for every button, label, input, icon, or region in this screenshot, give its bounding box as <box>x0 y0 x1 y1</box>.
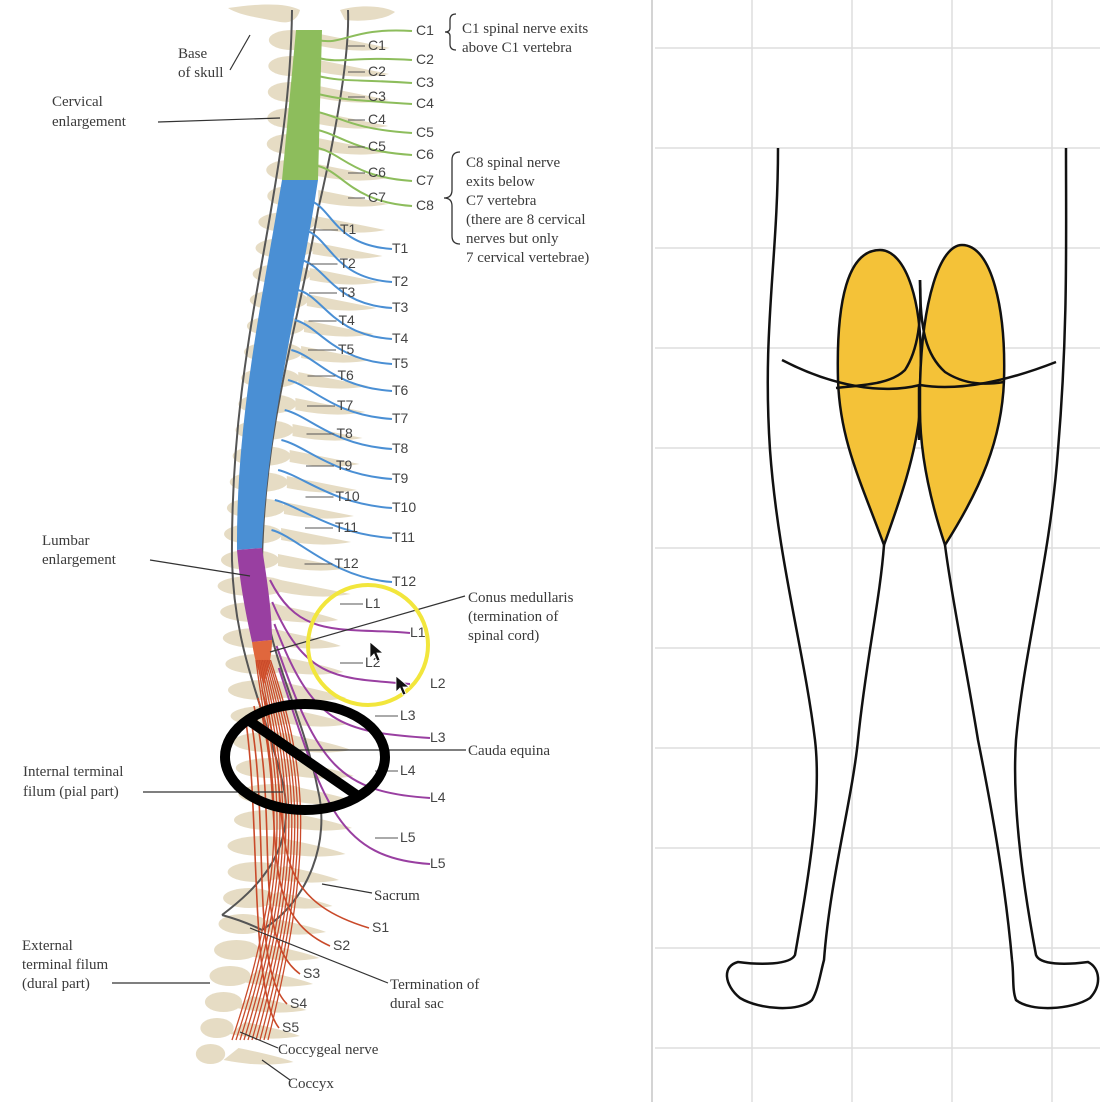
nerve-label-s5: S5 <box>282 1019 299 1035</box>
lumbar-enlargement-label: Lumbar enlargement <box>42 533 117 568</box>
dermatome-right-buttock <box>920 245 1004 545</box>
nerve-label-s1: S1 <box>372 919 389 935</box>
dural-sac-label: Termination of dural sac <box>390 977 483 1012</box>
vertebra-label-l3: L3 <box>400 707 416 723</box>
spine-illustration: C1C2C3C4C5C6C7T1T2T3T4T5T6T7T8T9T10T11T1… <box>196 5 446 1065</box>
vertebra-label-t8: T8 <box>337 425 354 441</box>
vertebra-label-t6: T6 <box>338 367 355 383</box>
nerve-label-t4: T4 <box>392 330 409 346</box>
vertebral-body <box>214 940 259 960</box>
nerve-label-s3: S3 <box>303 965 320 981</box>
nerve-label-c6: C6 <box>416 146 434 162</box>
external-filum-label: External terminal filum (dural part) <box>22 938 112 992</box>
c8-brace <box>444 152 460 244</box>
vertebra-label-l1: L1 <box>365 595 381 611</box>
vertebra-label-c5: C5 <box>368 138 386 154</box>
nerve-label-t8: T8 <box>392 440 409 456</box>
skull-base-shape <box>228 5 300 23</box>
nerve-label-s2: S2 <box>333 937 350 953</box>
nerve-label-t1: T1 <box>392 240 409 256</box>
vertebral-body <box>196 1044 225 1064</box>
nerve-label-t9: T9 <box>392 470 409 486</box>
nerve-label-c8: C8 <box>416 197 434 213</box>
vertebral-body <box>205 992 242 1012</box>
vertebra-label-l4: L4 <box>400 762 416 778</box>
vertebra-label-t4: T4 <box>339 312 356 328</box>
vertebra-label-t2: T2 <box>340 255 357 271</box>
vertebra-label-t1: T1 <box>340 221 357 237</box>
spinous-process <box>284 502 354 519</box>
vertebra-label-t9: T9 <box>336 457 353 473</box>
nerve-label-c3: C3 <box>416 74 434 90</box>
spinal-nerve-root <box>318 76 412 83</box>
nerve-label-t12: T12 <box>392 573 416 589</box>
vertebra-label-c7: C7 <box>368 189 386 205</box>
vertebra-label-c3: C3 <box>368 88 386 104</box>
vertebra-label-l5: L5 <box>400 829 416 845</box>
nerve-label-t5: T5 <box>392 355 409 371</box>
cauda-equina-label: Cauda equina <box>468 743 550 759</box>
c1-note: C1 spinal nerve exits above C1 vertebra <box>462 21 592 56</box>
nerve-label-t11: T11 <box>392 529 415 545</box>
nerve-label-c4: C4 <box>416 95 434 111</box>
cervical-cord-segment <box>282 30 322 180</box>
vertebra-label-t11: T11 <box>335 519 358 535</box>
vertebra-label-t10: T10 <box>336 488 360 504</box>
nerve-label-l3: L3 <box>430 729 446 745</box>
base-of-skull-label: Base of skull <box>178 46 223 81</box>
nerve-label-t2: T2 <box>392 273 409 289</box>
nerve-label-t3: T3 <box>392 299 409 315</box>
spinal-nerve-root <box>272 530 393 582</box>
vertebra-label-t3: T3 <box>339 284 356 300</box>
nerve-label-c7: C7 <box>416 172 434 188</box>
nerve-label-l2: L2 <box>430 675 446 691</box>
nerve-label-l4: L4 <box>430 789 446 805</box>
cervical-enlargement-label: Cervical enlargement <box>52 94 127 130</box>
nerve-label-c5: C5 <box>416 124 434 140</box>
vertebra-label-c6: C6 <box>368 164 386 180</box>
nerve-label-s4: S4 <box>290 995 307 1011</box>
spinal-nerve-root <box>318 58 412 60</box>
vertebral-body <box>209 966 250 986</box>
sacrum-label: Sacrum <box>374 888 420 904</box>
nerve-label-t10: T10 <box>392 499 416 515</box>
posterior-lower-body-illustration <box>727 148 1098 1008</box>
vertebra-label-c1: C1 <box>368 37 386 53</box>
vertebra-label-c4: C4 <box>368 111 386 127</box>
vertebra-label-t7: T7 <box>337 397 354 413</box>
vertebra-label-t5: T5 <box>338 341 355 357</box>
dermatome-left-buttock <box>838 250 921 545</box>
coccygeal-nerve-label: Coccygeal nerve <box>278 1042 379 1058</box>
vertebra-label-t12: T12 <box>335 555 359 571</box>
thoracic-cord-segment <box>237 180 318 550</box>
coccyx-label: Coccyx <box>288 1076 334 1092</box>
nerve-label-l5: L5 <box>430 855 446 871</box>
nerve-label-c2: C2 <box>416 51 434 67</box>
nerve-label-t7: T7 <box>392 410 409 426</box>
vertebral-body <box>200 1018 233 1038</box>
nerve-label-c1: C1 <box>416 22 434 38</box>
c8-note: C8 spinal nerve exits below C7 vertebra … <box>466 155 589 266</box>
vertebra-label-c2: C2 <box>368 63 386 79</box>
nerve-label-t6: T6 <box>392 382 409 398</box>
conus-medullaris-label: Conus medullaris (termination of spinal … <box>468 590 577 644</box>
c1-brace <box>445 14 456 50</box>
internal-filum-label: Internal terminal filum (pial part) <box>23 764 127 800</box>
